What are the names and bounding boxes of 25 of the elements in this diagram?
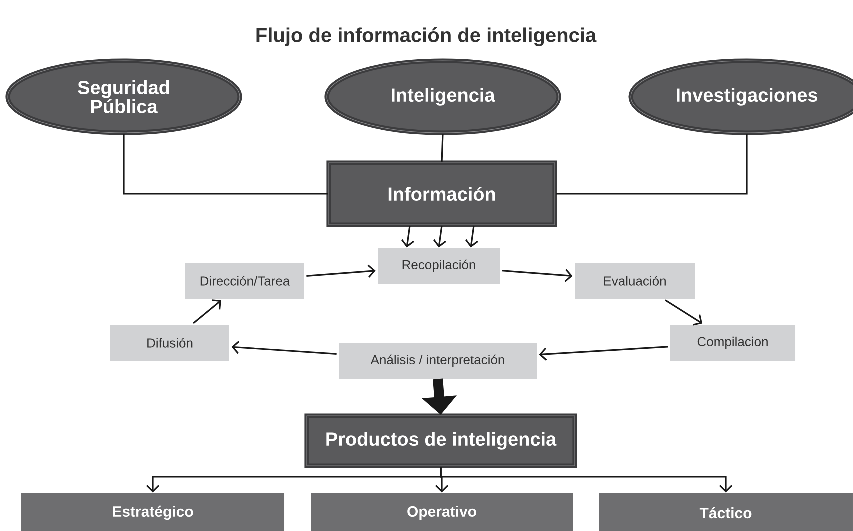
arrow [539,346,668,361]
arrow [193,300,222,324]
step-box: Difusión [110,325,230,361]
arrow [440,467,733,493]
oval-node: Seguridad Pública [6,58,242,136]
dark-box: Información [326,160,558,228]
step-box: Análisis / interpretación [339,343,537,379]
arrow [665,300,703,326]
step-box: Evaluación [575,263,695,299]
arrow [502,269,573,282]
arrow [232,341,337,355]
dark-box: Productos de inteligencia [304,414,578,468]
title: Flujo de información de inteligencia [256,28,597,46]
step-box: Dirección/Tarea [186,263,304,299]
arrow [465,226,478,248]
oval-node: Investigaciones [628,58,853,136]
category-box: Operativo [311,493,573,531]
oval-node: Inteligencia [324,58,562,136]
step-box: Compilacion [670,325,796,361]
step-box: Recopilación [378,248,500,284]
arrow [306,264,376,278]
category-box: Estratégico [22,493,284,531]
category-box: Táctico [599,493,853,531]
arrow [433,226,446,248]
arrow [401,226,414,248]
